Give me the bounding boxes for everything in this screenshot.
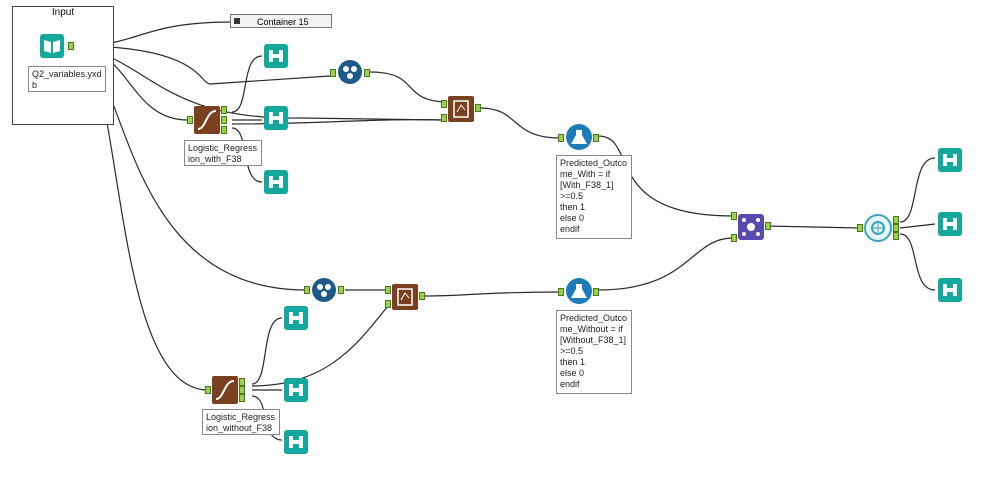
input-anchor[interactable] (558, 288, 564, 296)
container-title: Input (51, 7, 75, 18)
container-15[interactable]: Container 15 (230, 14, 332, 28)
output-anchor[interactable] (593, 288, 599, 296)
input-anchor[interactable] (441, 100, 447, 108)
join-multiple-icon (742, 218, 760, 236)
record-id-tool[interactable] (338, 60, 362, 84)
binoculars-icon (269, 176, 283, 188)
input-anchor[interactable] (385, 286, 391, 294)
book-icon (44, 40, 60, 53)
input-anchor[interactable] (385, 300, 391, 308)
binoculars-icon (943, 218, 957, 230)
output-anchor-i[interactable] (239, 394, 245, 402)
binoculars-icon (289, 384, 303, 396)
logistic-regression-without-tool[interactable] (212, 376, 238, 404)
input-anchor[interactable] (304, 286, 310, 294)
output-anchor[interactable] (593, 134, 599, 142)
output-anchor-r[interactable] (239, 386, 245, 394)
flask-icon (571, 130, 587, 144)
logistic-regression-with-tool[interactable] (194, 106, 220, 134)
input-anchor[interactable] (441, 114, 447, 122)
score-tool-without[interactable] (392, 284, 418, 310)
output-anchor[interactable] (68, 42, 74, 50)
binoculars-icon (943, 154, 957, 166)
browse-tool[interactable] (284, 378, 308, 402)
binoculars-icon (269, 112, 283, 124)
browse-tool[interactable] (264, 44, 288, 68)
browse-tool[interactable] (938, 148, 962, 172)
output-anchor[interactable] (893, 216, 899, 224)
output-anchor[interactable] (419, 292, 425, 300)
output-anchor[interactable] (765, 222, 771, 230)
numbered-circle-icon (343, 66, 357, 79)
input-file-label: Q2_variables.yxdb (28, 66, 106, 92)
input-anchor[interactable] (187, 116, 193, 124)
output-anchor[interactable] (338, 286, 344, 294)
browse-tool[interactable] (284, 430, 308, 454)
output-anchor[interactable] (893, 232, 899, 240)
flask-icon (571, 284, 587, 298)
input-anchor[interactable] (558, 134, 564, 142)
output-anchor-o[interactable] (239, 378, 245, 386)
output-anchor[interactable] (475, 104, 481, 112)
binoculars-icon (943, 284, 957, 296)
output-anchor-o[interactable] (221, 106, 227, 114)
numbered-circle-icon (317, 284, 331, 297)
score-icon (453, 100, 469, 118)
formula-tool-without[interactable] (566, 278, 592, 304)
input-anchor[interactable] (731, 234, 737, 242)
logreg-with-label: Logistic_Regression_with_F38 (184, 140, 262, 166)
input-anchor[interactable] (731, 212, 737, 220)
browse-tool[interactable] (284, 306, 308, 330)
binoculars-icon (269, 50, 283, 62)
lens-icon (871, 221, 885, 235)
input-anchor[interactable] (330, 69, 336, 77)
logreg-without-label: Logistic_Regression_without_F38 (202, 409, 280, 435)
container-15-label: Container 15 (257, 17, 309, 27)
binoculars-icon (289, 436, 303, 448)
output-anchor[interactable] (893, 224, 899, 232)
s-curve-icon (197, 110, 217, 130)
record-id-tool[interactable] (312, 278, 336, 302)
browse-tool[interactable] (938, 212, 962, 236)
formula-with-label: Predicted_Outcome_With = if [With_F38_1]… (556, 155, 632, 239)
output-anchor[interactable] (364, 69, 370, 77)
input-anchor[interactable] (857, 224, 863, 232)
join-multiple-tool[interactable] (738, 214, 764, 240)
formula-without-label: Predicted_Outcome_Without = if [Without_… (556, 310, 632, 394)
input-data-tool[interactable] (40, 34, 64, 58)
browse-tool[interactable] (938, 278, 962, 302)
s-curve-icon (215, 380, 235, 400)
browse-tool[interactable] (264, 170, 288, 194)
score-icon (397, 288, 413, 306)
input-anchor[interactable] (205, 386, 211, 394)
model-comparison-tool[interactable] (864, 214, 892, 242)
output-anchor-r[interactable] (221, 116, 227, 124)
browse-tool[interactable] (264, 106, 288, 130)
binoculars-icon (289, 312, 303, 324)
input-container[interactable]: Input (12, 6, 114, 125)
container-collapse-icon[interactable] (234, 18, 240, 24)
score-tool-with[interactable] (448, 96, 474, 122)
output-anchor-i[interactable] (221, 126, 227, 134)
formula-tool-with[interactable] (566, 124, 592, 150)
